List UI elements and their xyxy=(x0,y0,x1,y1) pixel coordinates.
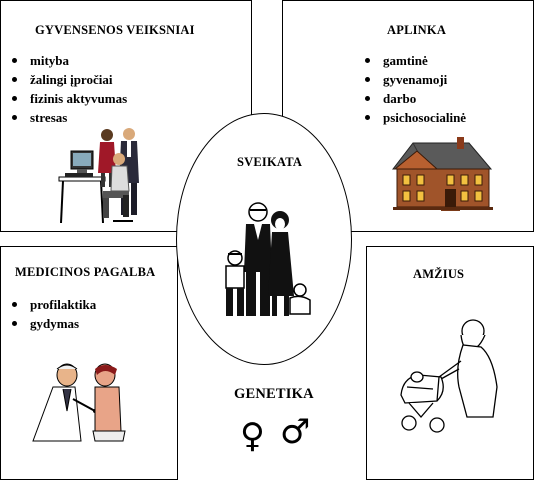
list-item: stresas xyxy=(10,108,127,127)
list-item: gyvenamoji xyxy=(363,70,466,89)
age-title: AMŽIUS xyxy=(413,267,465,281)
lifestyle-list: mityba žalingi įpročiai fizinis aktyvuma… xyxy=(10,51,127,127)
medical-title: MEDICINOS PAGALBA xyxy=(15,265,156,279)
medical-list: profilaktika gydymas xyxy=(10,295,96,333)
house-illustration xyxy=(391,137,493,211)
environment-list: gamtinė gyvenamoji darbo psichosocialinė xyxy=(363,51,466,127)
environment-title: APLINKA xyxy=(387,23,447,37)
list-item: žalingi įpročiai xyxy=(10,70,127,89)
list-item: psichosocialinė xyxy=(363,108,466,127)
lifestyle-title: GYVENSENOS VEIKSNIAI xyxy=(35,23,195,37)
list-item: profilaktika xyxy=(10,295,96,314)
male-symbol: ♂ xyxy=(280,412,311,452)
lifestyle-box: GYVENSENOS VEIKSNIAI mityba žalingi įpro… xyxy=(0,0,252,232)
environment-box: APLINKA gamtinė gyvenamoji darbo psichos… xyxy=(282,0,534,232)
age-box: AMŽIUS xyxy=(366,246,534,480)
female-symbol: ♀ xyxy=(240,416,265,456)
list-item: gydymas xyxy=(10,314,96,333)
center-title: SVEIKATA xyxy=(237,155,303,169)
list-item: fizinis aktyvumas xyxy=(10,89,127,108)
list-item: mityba xyxy=(10,51,127,70)
list-item: darbo xyxy=(363,89,466,108)
family-illustration xyxy=(225,202,311,316)
doctor-patient-illustration xyxy=(32,363,126,442)
office-workers-illustration xyxy=(58,128,139,224)
list-item: gamtinė xyxy=(363,51,466,70)
grandmother-stroller-illustration xyxy=(400,319,498,433)
medical-box: MEDICINOS PAGALBA profilaktika gydymas xyxy=(0,246,178,480)
genetics-title: GENETIKA xyxy=(234,386,314,402)
